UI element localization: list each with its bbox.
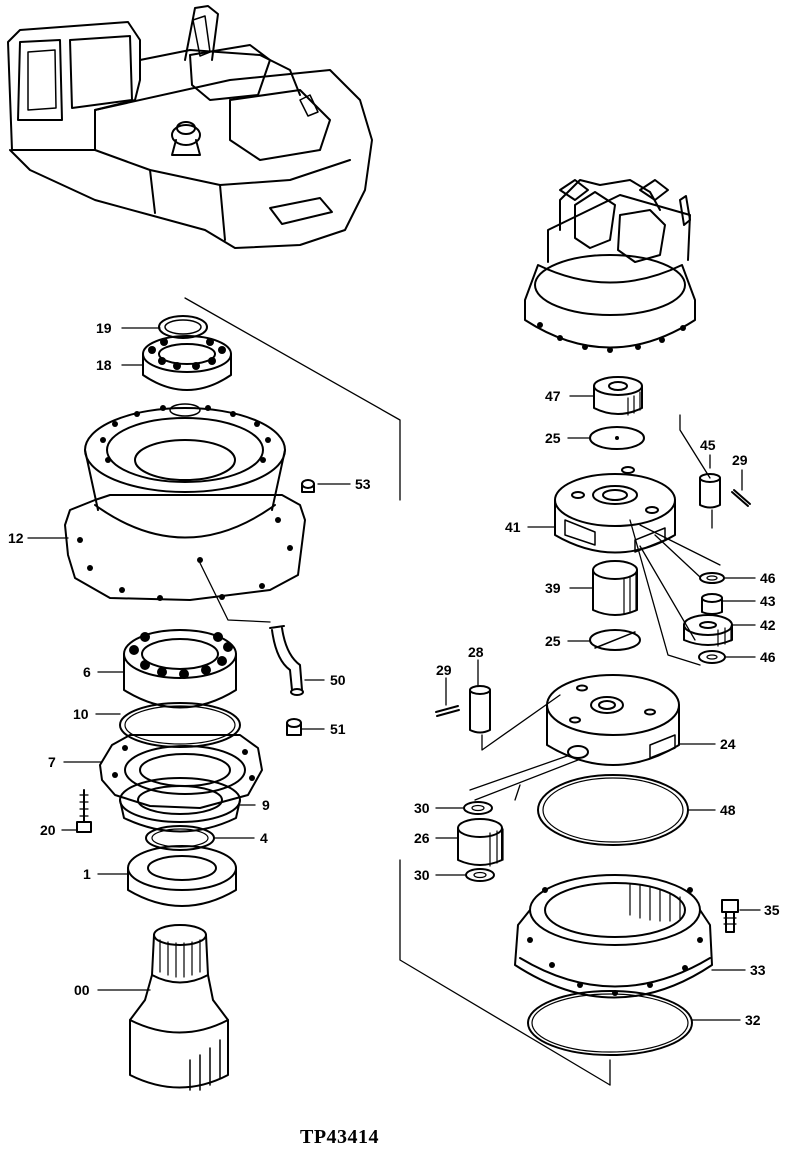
part-26-planet-gear: [457, 818, 504, 867]
callout-labels: 19 18 12 53 6 50 10 51 7 9 20 4 1 00 47 …: [8, 320, 780, 1028]
callout-46-upper: 46: [760, 570, 776, 586]
part-42-planet-gear: [683, 614, 733, 647]
callout-24: 24: [720, 736, 736, 752]
part-30-washer-lower: [465, 868, 495, 882]
part-30-washer-upper: [463, 801, 493, 815]
part-29-spring-pin: [731, 489, 751, 507]
callout-26: 26: [414, 830, 430, 846]
part-19-snap-ring: [158, 315, 208, 339]
part-25-thrust-plate-lower: [589, 629, 641, 651]
callout-25-lower: 25: [545, 633, 561, 649]
part-43-needle-bearing: [701, 593, 723, 615]
callout-42: 42: [760, 617, 776, 633]
callout-19: 19: [96, 320, 112, 336]
callout-33: 33: [750, 962, 766, 978]
callout-28: 28: [468, 644, 484, 660]
callout-30-lower: 30: [414, 867, 430, 883]
part-53-plug: [301, 479, 315, 493]
callout-00: 00: [74, 982, 90, 998]
callout-32: 32: [745, 1012, 761, 1028]
excavator-illustration: [7, 5, 373, 249]
callout-53: 53: [355, 476, 371, 492]
callout-25-upper: 25: [545, 430, 561, 446]
callout-48: 48: [720, 802, 736, 818]
leader-lines: [27, 327, 761, 1021]
part-32-o-ring: [527, 990, 693, 1056]
part-9-oil-seal: [119, 777, 241, 833]
part-41-carrier: [554, 466, 676, 554]
callout-41: 41: [505, 519, 521, 535]
callout-6: 6: [83, 664, 91, 680]
part-46-washer-lower: [698, 650, 726, 664]
callout-29-left: 29: [436, 662, 452, 678]
callout-10: 10: [73, 706, 89, 722]
part-20-bolt: [76, 789, 92, 833]
callout-30-upper: 30: [414, 800, 430, 816]
callout-29-right: 29: [732, 452, 748, 468]
part-29-spring-pin-left: [435, 705, 460, 717]
callout-50: 50: [330, 672, 346, 688]
part-18-bearing: [142, 335, 232, 391]
part-35-bolt: [721, 899, 739, 933]
part-1-seal: [127, 845, 237, 907]
swing-motor-illustration: [524, 179, 696, 353]
callout-45: 45: [700, 437, 716, 453]
part-25-thrust-plate: [589, 426, 645, 450]
callout-39: 39: [545, 580, 561, 596]
callout-46-lower: 46: [760, 649, 776, 665]
part-39-gear: [592, 560, 638, 616]
callout-4: 4: [260, 830, 268, 846]
figure-id: TP43414: [300, 1126, 380, 1148]
part-6-bearing: [123, 629, 237, 709]
part-00-pinion-shaft: [129, 924, 229, 1091]
callout-12: 12: [8, 530, 24, 546]
part-12-housing: [64, 403, 306, 601]
callout-7: 7: [48, 754, 56, 770]
callout-18: 18: [96, 357, 112, 373]
callout-43: 43: [760, 593, 776, 609]
part-45-pin: [699, 473, 721, 509]
callout-1: 1: [83, 866, 91, 882]
part-28-pin: [469, 685, 491, 734]
part-48-o-ring: [537, 774, 689, 846]
part-50-hose: [269, 625, 304, 696]
callout-47: 47: [545, 388, 561, 404]
part-33-ring-gear: [514, 874, 713, 999]
callout-20: 20: [40, 822, 56, 838]
part-7-flange: [99, 734, 263, 809]
callout-51: 51: [330, 721, 346, 737]
part-24-carrier: [546, 674, 680, 766]
assembly-lines: [184, 297, 721, 1086]
callout-35: 35: [764, 902, 780, 918]
part-51-fitting: [286, 718, 302, 736]
part-10-o-ring: [119, 702, 241, 748]
part-47-sun-gear: [593, 376, 643, 416]
part-46-washer-upper: [699, 572, 725, 584]
callout-9: 9: [262, 797, 270, 813]
